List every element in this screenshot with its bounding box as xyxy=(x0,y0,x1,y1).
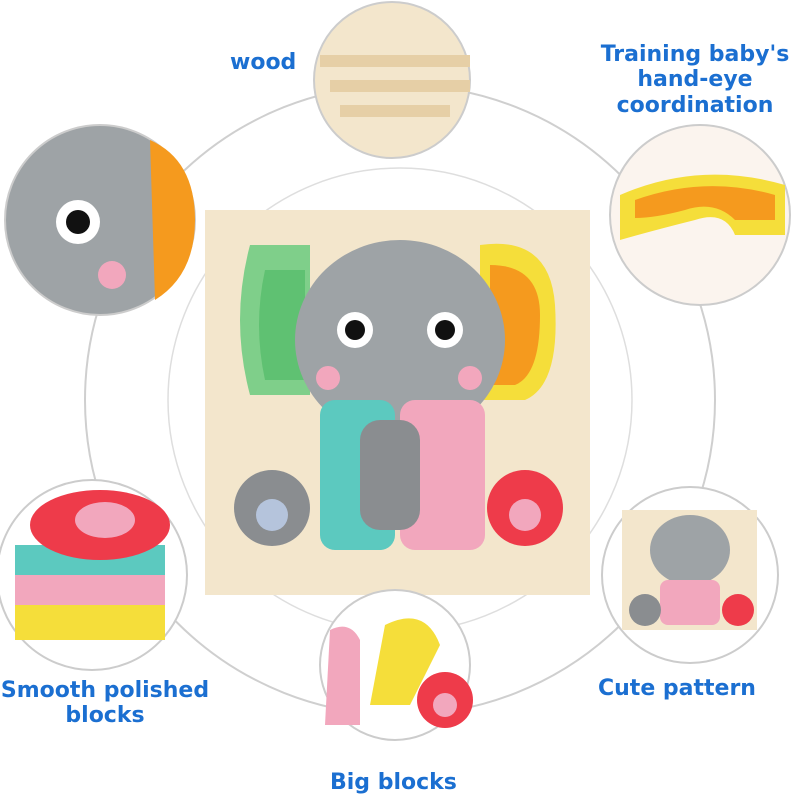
label-smooth: Smooth polished blocks xyxy=(0,678,210,729)
label-smooth-line1: Smooth polished xyxy=(0,678,210,703)
label-training-line3: coordination xyxy=(616,92,774,118)
label-training-line2: hand-eye xyxy=(637,67,753,93)
wood-detail-circle xyxy=(313,1,471,159)
label-smooth-line2: blocks xyxy=(65,703,145,729)
smooth-blocks-detail-circle xyxy=(0,479,188,671)
label-big-blocks: Big blocks xyxy=(330,770,457,795)
label-wood: wood xyxy=(230,50,297,75)
label-training-line1: Training baby's xyxy=(600,42,790,67)
label-training: Training baby's hand-eye coordination xyxy=(590,42,800,118)
hand-eye-detail-circle xyxy=(609,124,791,306)
big-blocks-detail-circle xyxy=(319,589,473,741)
label-cute-pattern: Cute pattern xyxy=(598,676,756,701)
cute-pattern-detail-circle xyxy=(601,486,779,664)
main-puzzle-board xyxy=(205,210,590,595)
elephant-face-detail-circle xyxy=(4,124,196,316)
